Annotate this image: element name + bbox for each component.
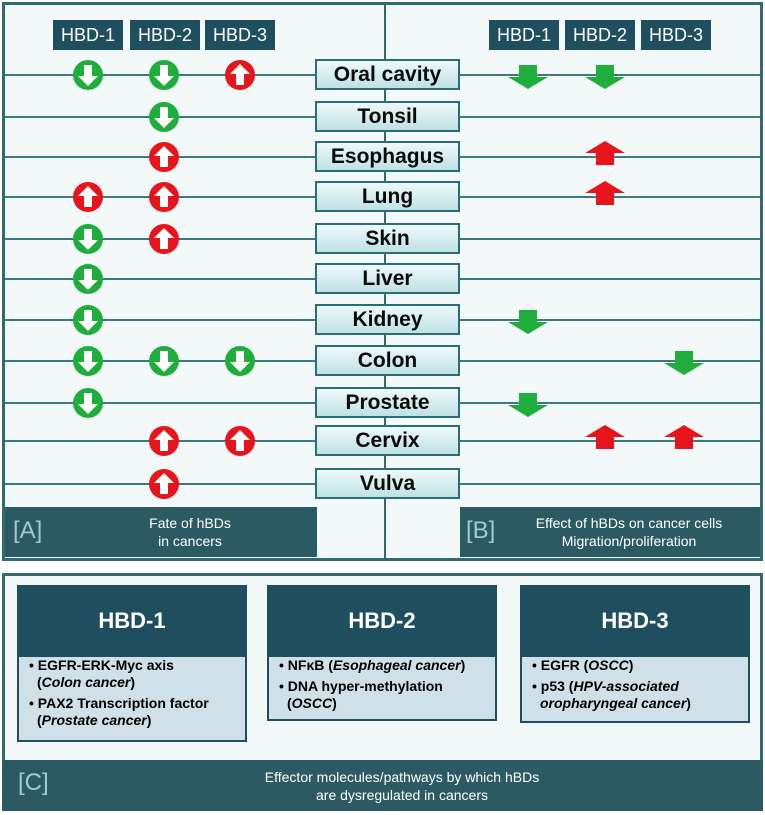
panel-a-footer: [A] Fate of hBDs in cancers	[5, 507, 317, 557]
panel-b-caption-line2: Migration/proliferation	[561, 533, 697, 549]
effect-down-arrow-icon	[664, 351, 704, 375]
row-line-right-7	[460, 319, 760, 321]
organ-box-8: Colon	[315, 345, 460, 376]
panel-a-caption: Fate of hBDs in cancers	[75, 514, 305, 550]
organ-box-6: Liver	[315, 263, 460, 294]
fate-down-icon	[73, 305, 103, 335]
row-line-left-6	[5, 278, 315, 280]
organ-box-7: Kidney	[315, 304, 460, 335]
fate-up-icon	[149, 469, 179, 499]
hbd1-item-2: PAX2 Transcription factor(Prostate cance…	[37, 695, 239, 729]
panel-c-caption: Effector molecules/pathways by which hBD…	[122, 768, 682, 804]
fate-down-icon	[149, 60, 179, 90]
hbd3-item-1: EGFR (OSCC)	[540, 657, 742, 674]
fate-down-icon	[73, 224, 103, 254]
fate-down-icon	[73, 388, 103, 418]
hbd1-box: EGFR-ERK-Myc axis(Colon cancer) PAX2 Tra…	[17, 645, 247, 742]
panel-c-letter: [C]	[18, 769, 49, 796]
fate-down-icon	[149, 102, 179, 132]
hbd1-title: HBD-1	[17, 585, 247, 657]
panel-b-caption-line1: Effect of hBDs on cancer cells	[535, 515, 723, 531]
fate-up-icon	[225, 426, 255, 456]
panel-c-caption-line1: Effector molecules/pathways by which hBD…	[264, 769, 540, 785]
row-line-right-5	[460, 238, 760, 240]
panel-b-header-2: HBD-2	[565, 20, 635, 50]
row-line-right-11	[460, 483, 760, 485]
effect-down-arrow-icon	[585, 65, 625, 89]
hbd3-title: HBD-3	[520, 585, 750, 657]
organ-box-1: Oral cavity	[315, 59, 460, 90]
panel-c-footer: [C] Effector molecules/pathways by which…	[2, 760, 763, 811]
hbd3-box: EGFR (OSCC) p53 (HPV-associated orophary…	[520, 645, 750, 723]
fate-up-icon	[149, 142, 179, 172]
hbd3-item-2: p53 (HPV-associated oropharyngeal cancer…	[540, 678, 742, 712]
row-line-right-9	[460, 402, 760, 404]
fate-down-icon	[149, 346, 179, 376]
panel-b-header-1: HBD-1	[489, 20, 559, 50]
panel-b-caption: Effect of hBDs on cancer cells Migration…	[504, 514, 754, 550]
organ-box-11: Vulva	[315, 468, 460, 499]
fate-up-icon	[225, 60, 255, 90]
effect-down-arrow-icon	[508, 393, 548, 417]
hbd2-box: NFκB (Esophageal cancer) DNA hyper-methy…	[267, 645, 497, 721]
fate-down-icon	[73, 264, 103, 294]
fate-up-icon	[73, 182, 103, 212]
organ-box-4: Lung	[315, 181, 460, 212]
row-line-left-9	[5, 402, 315, 404]
fate-up-icon	[149, 224, 179, 254]
row-line-right-8	[460, 360, 760, 362]
organ-box-10: Cervix	[315, 425, 460, 456]
effect-up-arrow-icon	[664, 425, 704, 449]
effect-down-arrow-icon	[508, 65, 548, 89]
panel-a-caption-line1: Fate of hBDs	[149, 515, 231, 531]
fate-down-icon	[73, 346, 103, 376]
panel-a-caption-line2: in cancers	[158, 533, 222, 549]
organ-box-5: Skin	[315, 223, 460, 254]
row-line-right-2	[460, 116, 760, 118]
hbd2-item-2: DNA hyper-methylation(OSCC)	[287, 678, 489, 712]
hbd2-item-1: NFκB (Esophageal cancer)	[287, 657, 489, 674]
organ-box-3: Esophagus	[315, 141, 460, 172]
hbd2-title: HBD-2	[267, 585, 497, 657]
effect-up-arrow-icon	[585, 425, 625, 449]
fate-up-icon	[149, 426, 179, 456]
effect-up-arrow-icon	[585, 181, 625, 205]
hbd1-item-1: EGFR-ERK-Myc axis(Colon cancer)	[37, 657, 239, 691]
organ-box-2: Tonsil	[315, 101, 460, 132]
panel-a-header-2: HBD-2	[130, 20, 200, 50]
panel-a-header-3: HBD-3	[205, 20, 275, 50]
panel-a-header-1: HBD-1	[53, 20, 123, 50]
organ-box-9: Prostate	[315, 387, 460, 418]
fate-down-icon	[225, 346, 255, 376]
effect-up-arrow-icon	[585, 141, 625, 165]
row-line-left-7	[5, 319, 315, 321]
panel-c-caption-line2: are dysregulated in cancers	[316, 787, 488, 803]
panel-b-footer: [B] Effect of hBDs on cancer cells Migra…	[460, 507, 760, 557]
fate-up-icon	[149, 182, 179, 212]
panel-b-header-3: HBD-3	[641, 20, 711, 50]
fate-down-icon	[73, 60, 103, 90]
effect-down-arrow-icon	[508, 310, 548, 334]
panel-a-letter: [A]	[13, 517, 43, 544]
panel-b-letter: [B]	[466, 517, 496, 544]
row-line-right-6	[460, 278, 760, 280]
